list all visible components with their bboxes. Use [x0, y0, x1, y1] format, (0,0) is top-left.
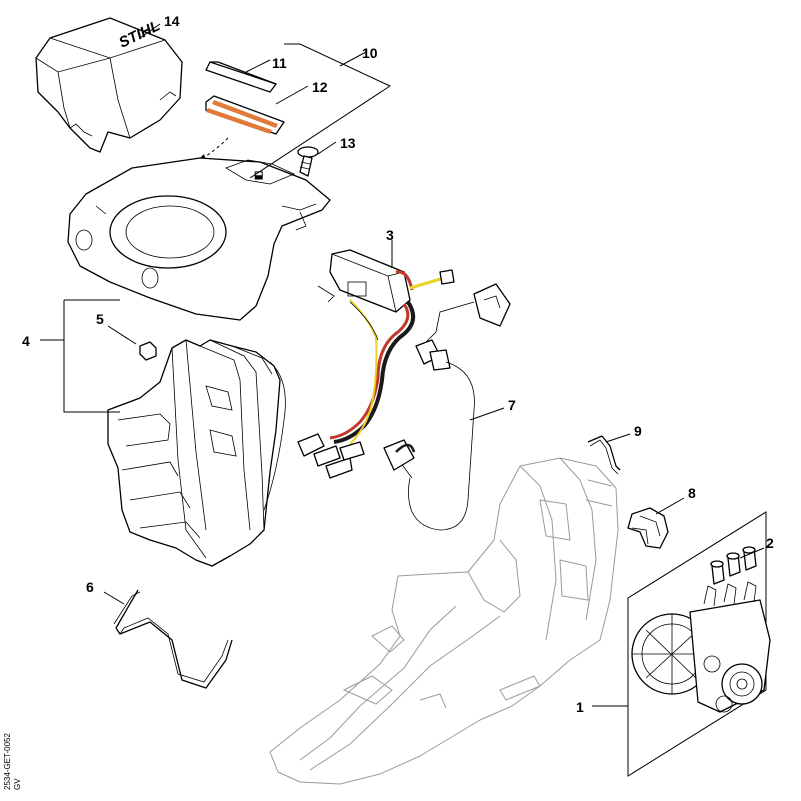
shroud-housing: ⬓	[67, 157, 331, 321]
part-12-decal-set	[205, 95, 285, 135]
drawing-suffix: GV	[13, 778, 22, 790]
callout-14: 14	[164, 13, 180, 29]
part-11-decal	[205, 61, 277, 93]
callout-9: 9	[634, 423, 642, 439]
wire-harness	[329, 299, 416, 445]
part-6-wire-bracket	[113, 589, 233, 689]
part-8-bracket	[627, 507, 669, 549]
drawing-reference: 2534-GET-0052 GV	[3, 733, 22, 790]
part-14-top-cover: STIHL	[35, 17, 183, 153]
drawing-code: 2534-GET-0052	[3, 733, 12, 790]
part-7-switch-cable	[383, 283, 511, 531]
part-4-handle-frame	[107, 339, 286, 567]
part-2-screws	[710, 546, 757, 585]
callout-8: 8	[688, 485, 696, 501]
part-13-screw	[297, 146, 319, 177]
callout-numbers: 14 11 10 12 13 3 5 4 7 9 8 2 6 1	[22, 13, 774, 715]
callout-12: 12	[312, 79, 328, 95]
callout-11: 11	[272, 55, 287, 71]
callout-10: 10	[362, 45, 378, 61]
callout-2: 2	[766, 535, 774, 551]
callout-7: 7	[508, 397, 516, 413]
svg-text:⬓: ⬓	[254, 170, 263, 181]
harness-connectors	[297, 433, 365, 479]
leader-lines	[40, 23, 765, 707]
callout-6: 6	[86, 579, 94, 595]
callout-4: 4	[22, 333, 30, 349]
part-9-spring-clip	[587, 435, 621, 475]
part-5-clip	[139, 341, 157, 361]
callout-3: 3	[386, 227, 394, 243]
callout-13: 13	[340, 135, 356, 151]
callout-1: 1	[576, 699, 584, 715]
crankcase-housing	[269, 457, 619, 785]
callout-5: 5	[96, 311, 104, 327]
part-3-ignition-module	[317, 249, 455, 313]
part-1-flywheel-assembly-box	[627, 511, 771, 777]
